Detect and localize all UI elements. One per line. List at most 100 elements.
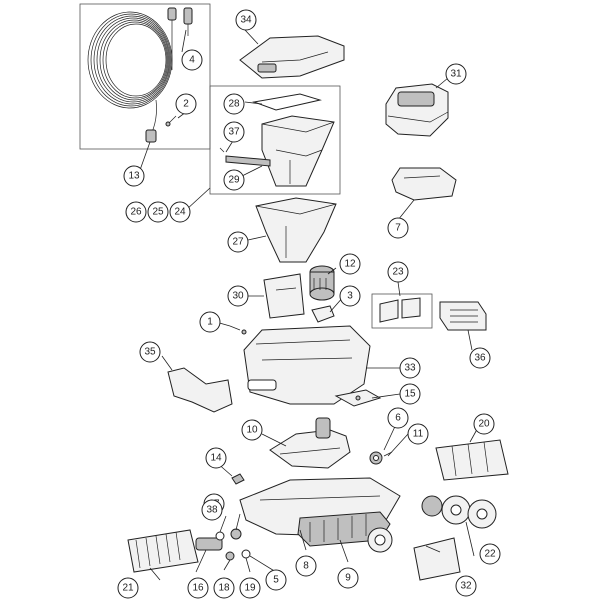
callout-19-label: 19 (244, 583, 256, 594)
callout-33: 33 (399, 357, 421, 379)
callout-9-label: 9 (345, 573, 351, 584)
callout-30: 30 (227, 285, 249, 307)
callout-3: 3 (339, 285, 361, 307)
callout-36: 36 (469, 347, 491, 369)
callout-35-label: 35 (144, 347, 156, 358)
filter-mesh-strip (219, 147, 271, 167)
callout-30-label: 30 (232, 291, 244, 302)
callout-1-label: 1 (207, 317, 213, 328)
track-wheel-left (367, 527, 393, 553)
callout-11: 11 (407, 423, 429, 445)
callout-20-label: 20 (478, 419, 490, 430)
callout-24: 24 (169, 201, 191, 223)
callout-37: 37 (223, 121, 245, 143)
callout-18: 18 (213, 577, 235, 599)
sensor-cover (334, 389, 382, 407)
callout-33-label: 33 (404, 363, 416, 374)
callout-29: 29 (223, 169, 245, 191)
callout-27-label: 27 (232, 237, 244, 248)
callout-15: 15 (399, 383, 421, 405)
callout-16: 16 (187, 577, 209, 599)
callout-2: 2 (175, 93, 197, 115)
callout-6: 6 (387, 407, 409, 429)
impeller (309, 265, 335, 301)
tire-set (435, 439, 509, 481)
callout-34: 34 (235, 9, 257, 31)
power-supply-cradle (391, 167, 457, 201)
callout-5-label: 5 (273, 575, 279, 586)
callout-32: 32 (455, 575, 477, 597)
callout-14: 14 (205, 447, 227, 469)
callout-18-label: 18 (218, 583, 230, 594)
callout-32-label: 32 (460, 581, 472, 592)
callout-26: 26 (125, 201, 147, 223)
motor-unit (269, 417, 351, 469)
side-intake-grille (439, 301, 487, 331)
callout-20: 20 (473, 413, 495, 435)
filter-frame (255, 197, 337, 263)
callout-10-label: 10 (246, 425, 258, 436)
callout-31-label: 31 (450, 69, 462, 80)
callout-3-label: 3 (347, 291, 353, 302)
callout-38-label: 38 (206, 505, 218, 516)
callout-23: 23 (387, 261, 409, 283)
callout-6-label: 6 (395, 413, 401, 424)
callout-38: 38 (201, 499, 223, 521)
callout-34-label: 34 (240, 15, 252, 26)
callout-22: 22 (479, 543, 501, 565)
callout-15-label: 15 (404, 389, 416, 400)
callout-13: 13 (123, 165, 145, 187)
callout-16-label: 16 (192, 583, 204, 594)
callout-25: 25 (147, 201, 169, 223)
callout-28-label: 28 (228, 99, 240, 110)
cable-assembly (79, 3, 211, 150)
callout-21: 21 (117, 577, 139, 599)
callout-31: 31 (445, 63, 467, 85)
brush-cover (413, 537, 461, 581)
top-cover (239, 35, 345, 79)
motor-seal (369, 451, 393, 465)
callout-4-label: 4 (189, 55, 195, 66)
callout-35: 35 (139, 341, 161, 363)
filter-assembly-frame (209, 85, 341, 195)
callout-9: 9 (337, 567, 359, 589)
robot-body (243, 325, 371, 405)
pin (229, 325, 247, 335)
impeller-housing (311, 305, 335, 323)
callout-2-label: 2 (183, 99, 189, 110)
callout-28: 28 (223, 93, 245, 115)
callout-27: 27 (227, 231, 249, 253)
cable-clip (231, 473, 245, 485)
callout-8: 8 (295, 555, 317, 577)
callout-26-label: 26 (130, 207, 142, 218)
callout-25-label: 25 (152, 207, 164, 218)
callout-12: 12 (339, 253, 361, 275)
callout-21-label: 21 (122, 583, 134, 594)
filter-panel (252, 93, 322, 111)
callout-23-label: 23 (392, 267, 404, 278)
callout-37-label: 37 (228, 127, 240, 138)
cable-assembly-frame (79, 3, 211, 150)
callout-36-label: 36 (474, 353, 486, 364)
screw (165, 115, 177, 127)
callout-13-label: 13 (128, 171, 140, 182)
handle (167, 367, 233, 413)
power-supply (385, 83, 449, 137)
handle-cover (263, 273, 305, 319)
wheel-set (421, 495, 497, 529)
swivel-connector (167, 7, 193, 70)
callout-19: 19 (239, 577, 261, 599)
callout-24-label: 24 (174, 207, 186, 218)
callout-29-label: 29 (228, 175, 240, 186)
callout-1: 1 (199, 311, 221, 333)
callout-22-label: 22 (484, 549, 496, 560)
callout-14-label: 14 (210, 453, 222, 464)
callout-7: 7 (387, 217, 409, 239)
callout-10: 10 (241, 419, 263, 441)
callout-4: 4 (181, 49, 203, 71)
callout-8-label: 8 (303, 561, 309, 572)
callout-7-label: 7 (395, 223, 401, 234)
side-panel-set (371, 293, 433, 329)
filter-basket (261, 115, 335, 187)
